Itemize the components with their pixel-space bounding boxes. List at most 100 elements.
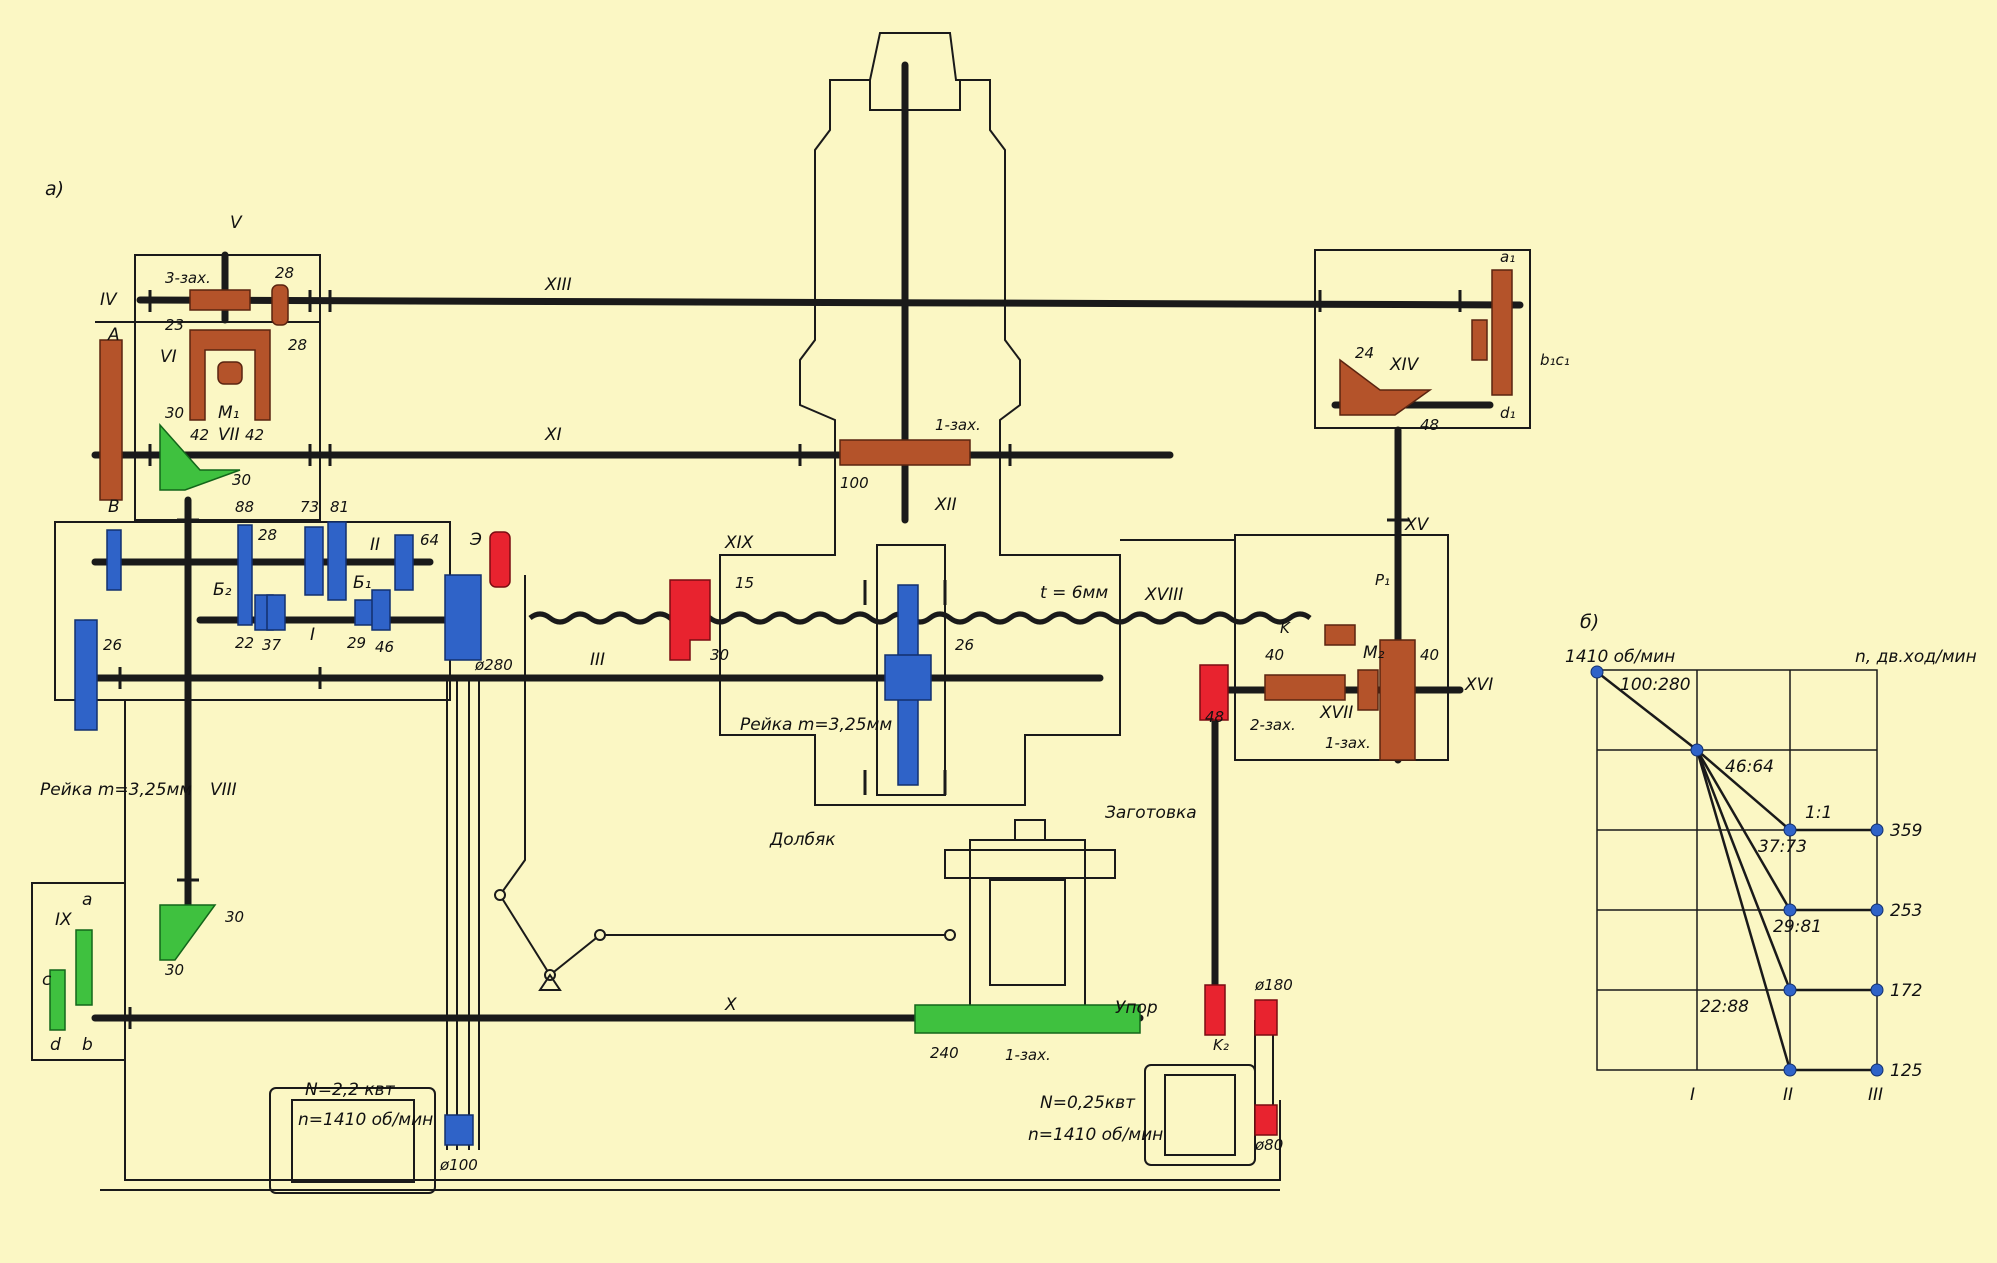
b1-label: Б₁ — [353, 573, 371, 593]
teeth-30d: 30 — [225, 908, 244, 926]
stop-label: Упор — [1115, 998, 1158, 1018]
shaft-xv-label: XV — [1404, 515, 1430, 535]
one-start-right-label: 1-зах. — [1325, 734, 1371, 752]
teeth-22: 22 — [235, 634, 254, 652]
a1-label: a₁ — [1500, 248, 1515, 266]
d-label: d — [50, 1035, 61, 1055]
worm-3-start — [189, 289, 251, 311]
teeth-30a: 30 — [165, 404, 184, 422]
shaft-i-label: I — [310, 625, 315, 645]
shaft-ii-label: II — [370, 535, 380, 555]
teeth-30c: 30 — [710, 646, 729, 664]
gear-a-b-lower — [75, 929, 93, 1006]
speed-253: 253 — [1890, 901, 1922, 921]
teeth-28a: 28 — [275, 264, 294, 282]
teeth-30b: 30 — [232, 471, 251, 489]
ratio-100-280: 100:280 — [1620, 675, 1691, 695]
teeth-42a: 42 — [190, 426, 209, 444]
motor1-speed: n=1410 об/мин — [298, 1110, 433, 1130]
axis-iii-label: III — [1868, 1085, 1883, 1105]
teeth-64: 64 — [420, 531, 439, 549]
figure-a-labels: а) V IV XIII VI VII XI XII II I III VIII… — [40, 178, 1570, 1174]
teeth-100: 100 — [840, 474, 869, 492]
gear-15-30 — [669, 579, 711, 661]
change-gears-a1-d1 — [1491, 269, 1513, 396]
clutch-m1 — [189, 329, 271, 421]
shaft-ix-label: IX — [55, 910, 72, 930]
teeth-73: 73 — [300, 498, 319, 516]
teeth-88: 88 — [235, 498, 254, 516]
teeth-81: 81 — [330, 498, 349, 516]
speed-359: 359 — [1890, 821, 1922, 841]
teeth-26a: 26 — [103, 636, 122, 654]
gear-37 — [266, 594, 286, 631]
k2-label: K₂ — [1213, 1036, 1229, 1054]
shaft-vii-label: VII — [218, 425, 240, 445]
teeth-40a: 40 — [1265, 646, 1284, 664]
pulley-180-label: ø180 — [1254, 976, 1293, 994]
pulley-180 — [1254, 999, 1278, 1036]
motor2-speed: n=1410 об/мин — [1028, 1125, 1163, 1145]
teeth-30e: 30 — [165, 961, 184, 979]
teeth-240: 240 — [930, 1044, 959, 1062]
worm-wheel-100 — [839, 439, 971, 466]
shaft-v-label: V — [230, 213, 243, 233]
workpiece-label: Заготовка — [1105, 803, 1197, 823]
one-start-top-label: 1-зах. — [935, 416, 981, 434]
speed-125: 125 — [1890, 1061, 1922, 1081]
p1-label: P₁ — [1375, 571, 1390, 589]
shaft-xiv-label: XIV — [1389, 355, 1420, 375]
e-label: Э — [469, 530, 482, 550]
axis-ii-label: II — [1783, 1085, 1793, 1105]
teeth-40b: 40 — [1420, 646, 1439, 664]
bevel-24-48 — [1339, 358, 1433, 416]
b2-label: Б₂ — [213, 580, 232, 600]
b-lower-label: b — [82, 1035, 93, 1055]
teeth-29: 29 — [347, 634, 366, 652]
gear-40-m2 — [1379, 639, 1416, 761]
gear-88 — [237, 524, 253, 626]
m2-label: M₂ — [1363, 643, 1385, 663]
gear-81 — [327, 521, 347, 601]
clutch-k2 — [1204, 984, 1226, 1036]
pitch-label: t = 6мм — [1040, 583, 1108, 603]
two-start-label: 2-зах. — [1250, 716, 1296, 734]
gear-a-b — [99, 339, 123, 501]
gear-64 — [394, 534, 414, 591]
bevel-30-bottom — [159, 904, 217, 961]
axis-i-label: I — [1690, 1085, 1695, 1105]
gear-28-top — [271, 284, 289, 326]
shaft-viii-label: VIII — [210, 780, 237, 800]
teeth-24: 24 — [1355, 344, 1374, 362]
teeth-23: 23 — [165, 316, 184, 334]
a-lower-label: a — [82, 890, 92, 910]
teeth-42b: 42 — [245, 426, 264, 444]
c-label: c — [42, 970, 52, 990]
shafts — [86, 61, 1524, 1150]
b-upper-label: B — [108, 497, 120, 517]
ratio-29-81: 29:81 — [1773, 917, 1822, 937]
rack-center-label: Рейка m=3,25мм — [740, 715, 892, 735]
shaft-xix-label: XIX — [724, 533, 754, 553]
clutch-e — [489, 531, 511, 588]
pulley-80 — [1254, 1104, 1278, 1136]
pulley-80-label: ø80 — [1254, 1136, 1283, 1154]
shaft-iv-label: IV — [100, 290, 118, 310]
pulley-280-label: ø280 — [474, 656, 513, 674]
three-start-label: 3-зах. — [165, 269, 211, 287]
gear-73 — [304, 526, 324, 596]
teeth-15: 15 — [735, 574, 754, 592]
teeth-28c: 28 — [258, 526, 277, 544]
motor1-power: N=2,2 квт — [305, 1080, 396, 1100]
worm-wheel-240 — [914, 1004, 1141, 1034]
one-start-bottom-label: 1-зах. — [1005, 1046, 1051, 1064]
pulley-280 — [444, 574, 482, 661]
speed-172: 172 — [1890, 981, 1922, 1001]
teeth-46: 46 — [375, 638, 394, 656]
shaft-xviii-label: XVIII — [1144, 585, 1183, 605]
red-gears — [489, 531, 1278, 1136]
pulley-100-label: ø100 — [439, 1156, 478, 1174]
cutter-label: Долбяк — [769, 830, 836, 850]
